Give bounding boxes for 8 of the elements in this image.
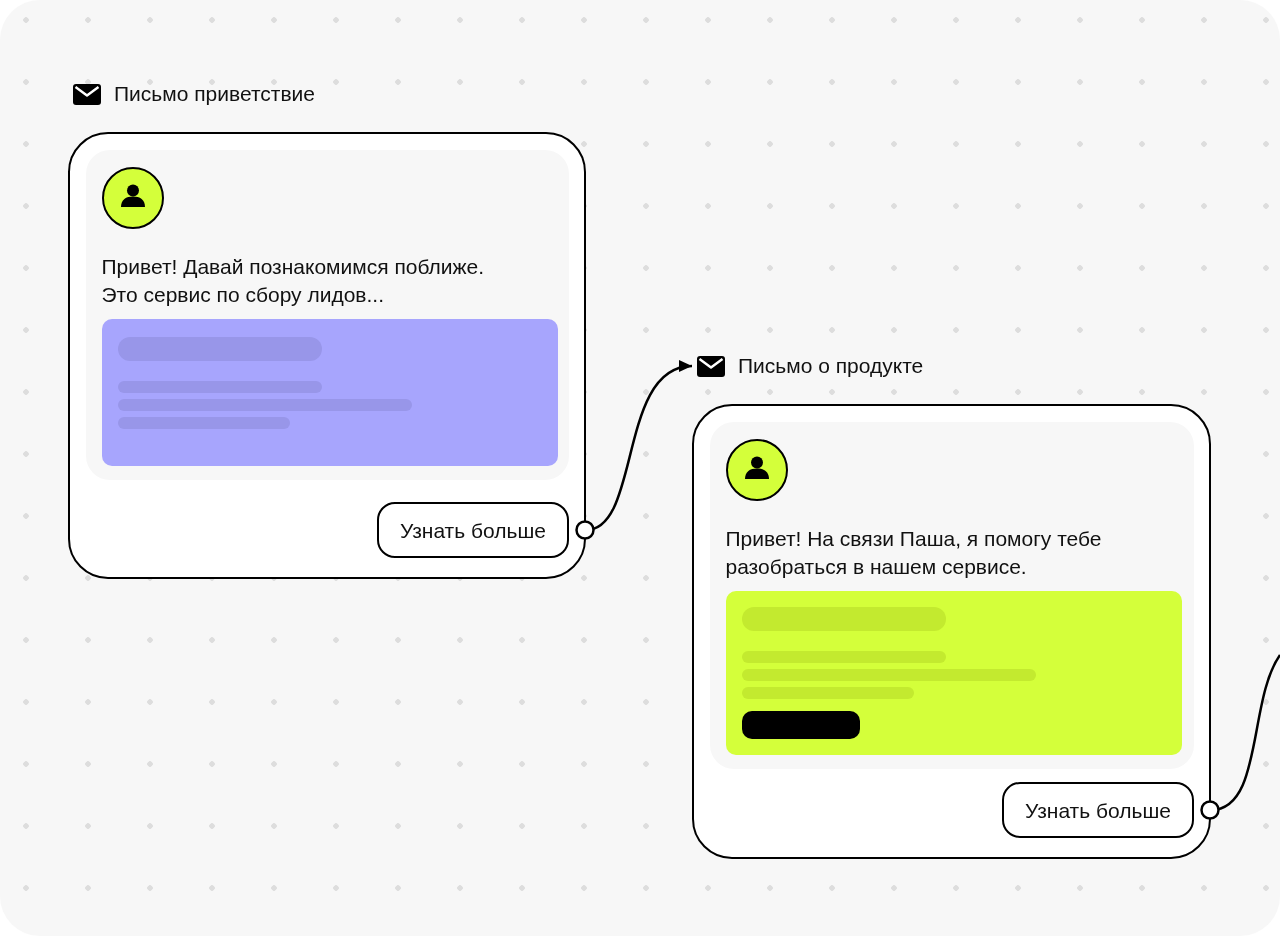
message-text: Привет! На связи Паша, я помогу тебе разобраться в нашем сервисе. bbox=[725, 525, 1103, 580]
email-title: Письмо о продукте bbox=[738, 353, 924, 379]
learn-more-button: Узнать больше bbox=[1002, 782, 1194, 838]
email-title: Письмо приветствие bbox=[114, 81, 315, 107]
message-text: Привет! Давай познакомимся поближе. Это сервис по сбору лидов... bbox=[101, 253, 486, 308]
learn-more-button: Узнать больше bbox=[377, 502, 569, 558]
connector-line bbox=[1200, 654, 1280, 820]
connector-arrow bbox=[575, 362, 693, 540]
